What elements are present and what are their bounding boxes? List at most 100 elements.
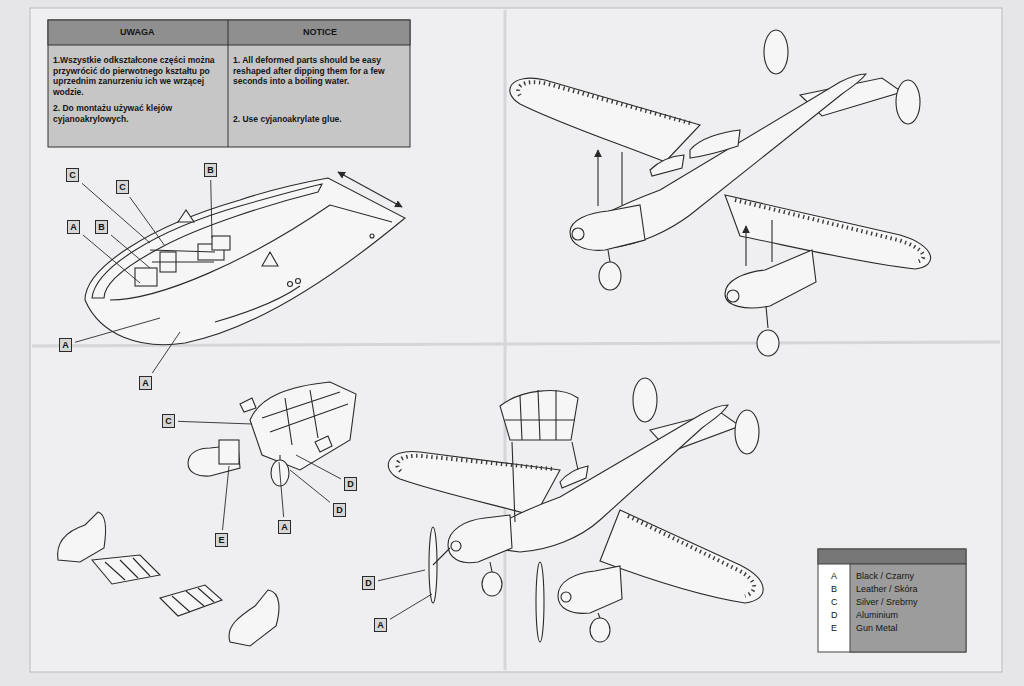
small-part: [240, 398, 256, 412]
fin: [633, 378, 657, 422]
legend-text: Aluminium: [856, 610, 898, 620]
callout-letter: D: [336, 505, 343, 515]
spinner: [451, 541, 461, 551]
frame-line: [150, 250, 215, 262]
seat: [135, 268, 157, 286]
leader-line: [378, 570, 425, 581]
leader-line: [75, 318, 160, 342]
stabilizer: [92, 555, 160, 584]
strut: [490, 562, 492, 572]
leader-line: [130, 197, 165, 246]
canopy: [500, 391, 578, 440]
fuselage: [85, 178, 405, 345]
fin: [58, 512, 106, 562]
callout-letter: D: [365, 578, 372, 588]
notice-text: 2. Do montażu używać klejów cyjanoakrylo…: [53, 103, 225, 124]
canopy: [690, 130, 740, 158]
table-divider: [228, 20, 229, 147]
callout-box: A: [374, 618, 387, 632]
spinner: [572, 228, 584, 240]
tail-parts: [58, 512, 279, 646]
aircraft-top: [510, 30, 931, 356]
rivet: [296, 279, 301, 284]
legend-text: Black / Czarny: [856, 571, 914, 581]
callout-letter: D: [347, 479, 354, 489]
legend-key: B: [831, 584, 837, 594]
assembly-line: [512, 442, 578, 522]
control-surface: [397, 456, 552, 472]
callout-box: A: [139, 376, 152, 390]
control-surface: [628, 516, 754, 596]
fin: [896, 80, 920, 124]
assembly-arrow: [598, 150, 622, 206]
propeller: [536, 562, 544, 642]
leader-line: [152, 332, 180, 373]
control-surface: [735, 200, 923, 262]
callout-letter: C: [165, 416, 172, 426]
callout-box: A: [59, 338, 72, 352]
wing: [510, 78, 700, 162]
legend-key: D: [831, 610, 838, 620]
panel: [212, 236, 230, 250]
assembly-line: [433, 548, 450, 565]
callout-letter: A: [281, 522, 288, 532]
leader-line: [223, 466, 229, 530]
callout-box: C: [162, 414, 175, 428]
leader-line: [83, 235, 140, 283]
callout-letter: A: [142, 378, 149, 388]
stabilizer: [160, 585, 222, 616]
wheel: [599, 262, 621, 290]
table-header: UWAGA: [120, 27, 155, 37]
legend-header: [818, 549, 966, 564]
aircraft-bottom: [388, 378, 763, 642]
wing: [725, 195, 931, 269]
frame-line: [262, 390, 348, 445]
nacelle: [570, 205, 645, 250]
legend-text: Gun Metal: [856, 623, 898, 633]
leader-line: [390, 594, 432, 619]
canopy-frame: [505, 390, 575, 440]
callout-letter: B: [98, 222, 105, 232]
spinner: [561, 592, 571, 602]
leader-line: [211, 180, 212, 238]
nacelle: [448, 515, 512, 563]
control-surface: [518, 82, 690, 123]
callout-letter: C: [69, 170, 76, 180]
legend-text: Leather / Skóra: [856, 584, 918, 594]
callout-box: E: [215, 533, 228, 547]
legend-text: Silver / Srebrny: [856, 597, 918, 607]
fitting: [178, 210, 194, 222]
legend-key: A: [831, 571, 837, 581]
leader-line: [178, 421, 252, 424]
assembly-arrow: [746, 220, 772, 266]
strut: [598, 613, 600, 618]
nacelle: [725, 250, 816, 308]
dimension-arrow: [338, 172, 402, 207]
rivet: [370, 234, 374, 238]
legend-key: C: [831, 597, 838, 607]
strut: [766, 306, 768, 328]
fin: [735, 410, 759, 454]
fitting: [262, 252, 278, 266]
panel-line: [110, 205, 392, 300]
strut: [608, 250, 610, 262]
legend-key: E: [831, 623, 837, 633]
wheel: [482, 572, 502, 596]
table-header: NOTICE: [303, 27, 337, 37]
notice-text: 1. All deformed parts should be easy res…: [233, 55, 405, 87]
callout-letter: C: [119, 182, 126, 192]
notice-text: 1.Wszystkie odkształcone części można pr…: [53, 55, 225, 97]
notice-header: [48, 20, 410, 45]
panel-line: [215, 286, 300, 322]
leader-line: [296, 455, 341, 479]
leader-line: [111, 235, 150, 268]
callout-box: B: [204, 163, 217, 177]
fin: [764, 30, 788, 74]
callout-box: C: [116, 180, 129, 194]
fuselage-drawing: [85, 172, 405, 345]
callout-letter: A: [70, 222, 77, 232]
